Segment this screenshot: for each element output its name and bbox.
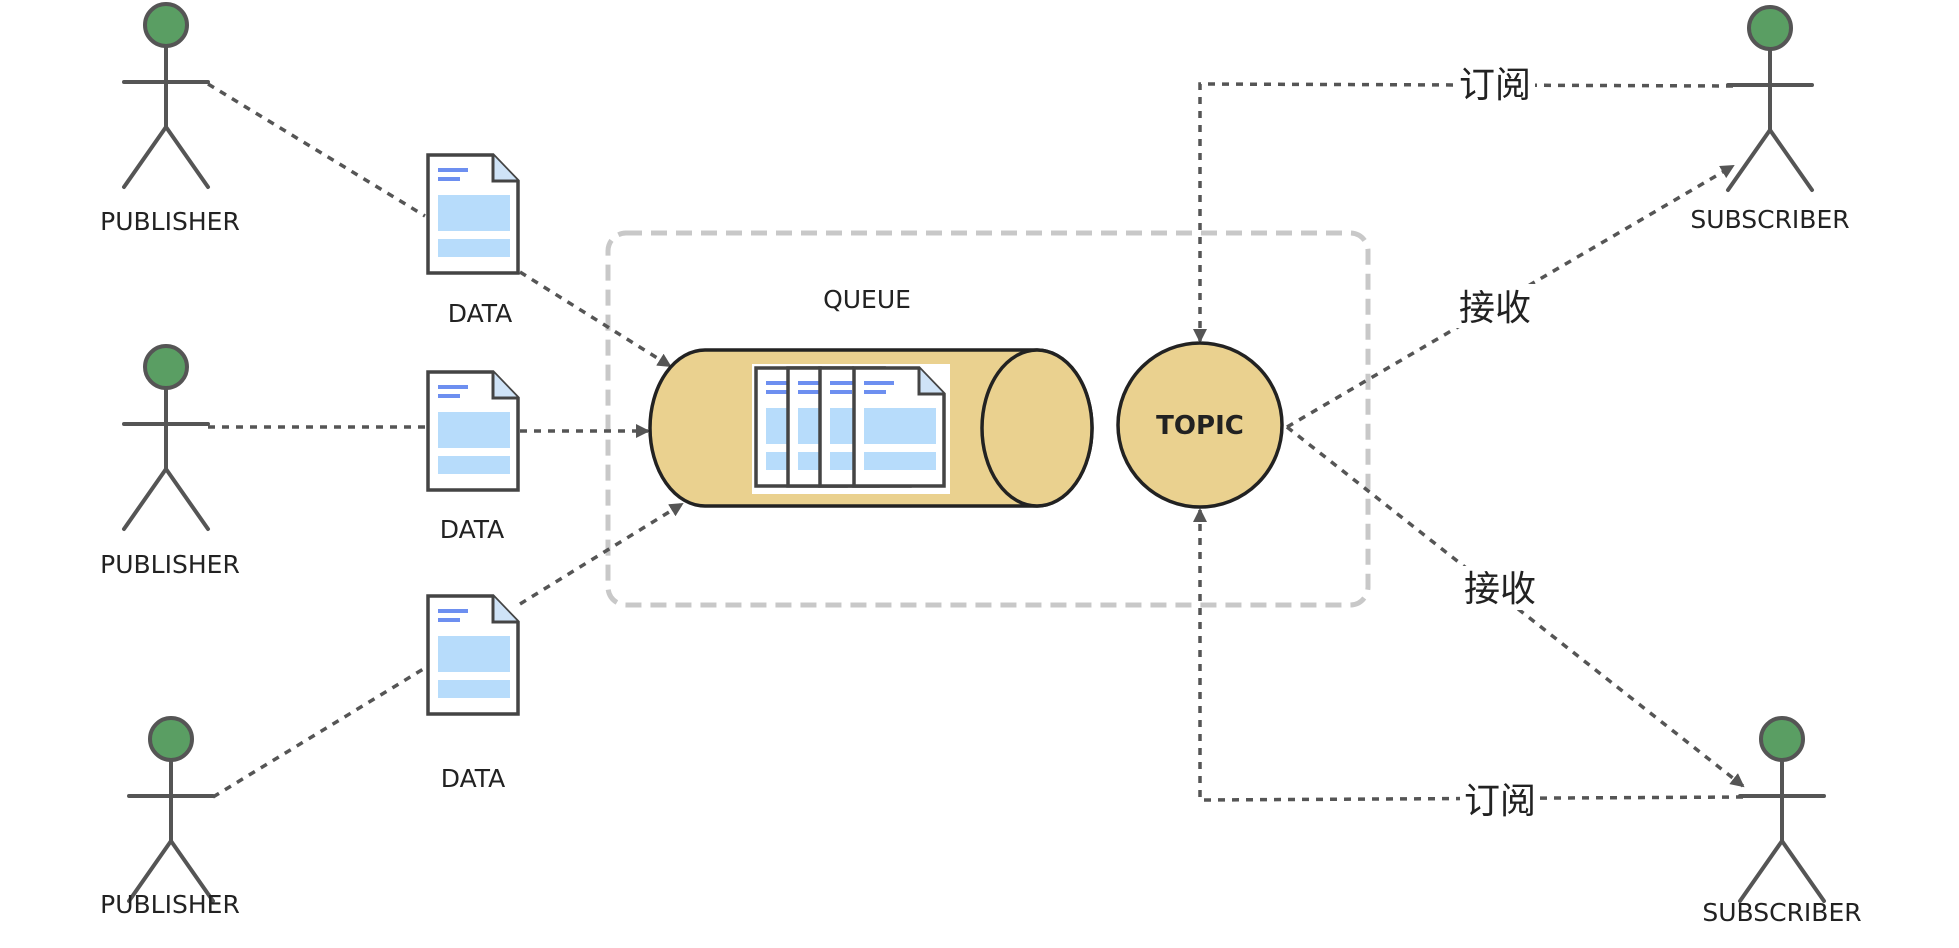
edge-data3-queue bbox=[519, 502, 684, 606]
topic-circle bbox=[1116, 341, 1284, 509]
data-document-icon bbox=[426, 594, 520, 716]
queued-document-icon bbox=[852, 366, 946, 488]
data-label-1: DATA bbox=[448, 299, 512, 328]
edge-subscribe-bottom bbox=[1193, 508, 1744, 802]
publisher-actor-icon bbox=[127, 716, 215, 903]
edge-label-subscribe-bottom: 订阅 bbox=[1464, 781, 1536, 822]
queue-topic-group-frame bbox=[605, 230, 1371, 608]
data-label-3: DATA bbox=[441, 764, 505, 793]
queue-label: QUEUE bbox=[823, 285, 911, 314]
queue-cylinder bbox=[648, 348, 1094, 508]
publisher-actor-icon bbox=[122, 344, 210, 531]
edge-label-subscribe-top: 订阅 bbox=[1459, 65, 1531, 106]
publisher-actor-icon bbox=[122, 2, 210, 189]
data-label-2: DATA bbox=[440, 515, 504, 544]
subscriber-label-1: SUBSCRIBER bbox=[1690, 205, 1849, 234]
edge-subscribe-top bbox=[1193, 82, 1734, 343]
subscriber-label-2: SUBSCRIBER bbox=[1702, 898, 1861, 927]
data-document-icon bbox=[426, 153, 520, 275]
edge-publisher3-data3 bbox=[212, 666, 426, 799]
data-document-icon bbox=[426, 370, 520, 492]
edge-label-receive-top: 接收 bbox=[1459, 288, 1531, 329]
edge-data1-queue bbox=[519, 270, 672, 368]
subscriber-actor-icon bbox=[1726, 5, 1814, 192]
edge-label-receive-bottom: 接收 bbox=[1464, 569, 1536, 610]
publisher-label-3: PUBLISHER bbox=[100, 890, 240, 919]
publisher-label-2: PUBLISHER bbox=[100, 550, 240, 579]
edge-publisher1-data1 bbox=[207, 82, 426, 218]
subscriber-actor-icon bbox=[1738, 716, 1826, 903]
publisher-label-1: PUBLISHER bbox=[100, 207, 240, 236]
topic-label: TOPIC bbox=[1156, 411, 1244, 441]
